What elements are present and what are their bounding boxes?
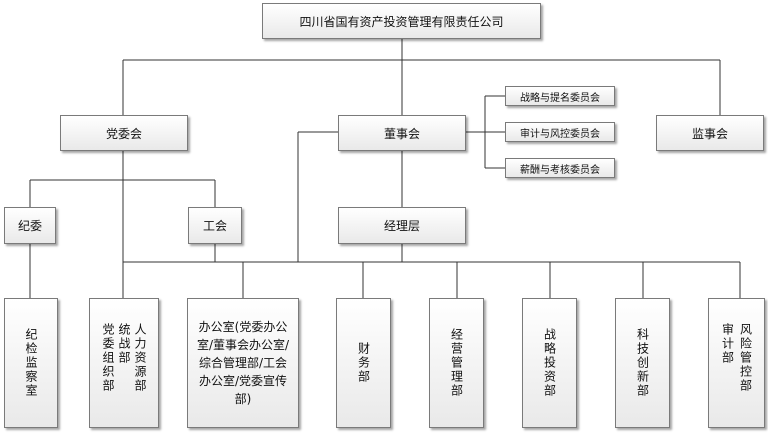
discipline-office-box: 纪检监察室 xyxy=(4,298,58,428)
supervisory-board-label: 监事会 xyxy=(691,126,728,141)
finance-box: 财务部 xyxy=(336,298,391,428)
union-box: 工会 xyxy=(188,207,242,244)
discipline-committee-label: 纪委 xyxy=(17,219,42,233)
management-box: 经理层 xyxy=(338,207,466,244)
org-dept-col3: 人力资源部 xyxy=(133,323,147,393)
risk-dept-label: 风险管控部 xyxy=(738,323,753,393)
org-dept-col2: 统战部 xyxy=(117,323,131,365)
top-company-label: 四川省国有资产投资管理有限责任公司 xyxy=(299,14,504,29)
board-box: 董事会 xyxy=(338,115,466,151)
strategy-committee-box: 战略与提名委员会 xyxy=(505,86,615,106)
union-label: 工会 xyxy=(202,219,227,233)
audit-dept-label: 审计部 xyxy=(720,323,735,365)
board-label: 董事会 xyxy=(383,126,420,141)
org-dept-col1: 党委组织部 xyxy=(101,323,115,393)
discipline-office-label: 纪检监察室 xyxy=(24,328,38,398)
top-company-box: 四川省国有资产投资管理有限责任公司 xyxy=(262,3,541,39)
supervisory-board-box: 监事会 xyxy=(656,115,764,151)
strategy-dept-box: 战略投资部 xyxy=(522,298,577,428)
audit-risk-box: 审计部 风险管控部 xyxy=(708,298,765,428)
management-label: 经理层 xyxy=(383,219,420,233)
finance-label: 财务部 xyxy=(356,342,371,384)
compensation-committee-box: 薪酬与考核委员会 xyxy=(505,158,615,178)
party-committee-label: 党委会 xyxy=(105,126,142,141)
audit-committee-label: 审计与风控委员会 xyxy=(520,128,600,140)
operations-label: 经营管理部 xyxy=(449,328,464,398)
compensation-committee-label: 薪酬与考核委员会 xyxy=(520,164,600,176)
party-committee-box: 党委会 xyxy=(60,115,188,151)
tech-dept-box: 科技创新部 xyxy=(615,298,670,428)
audit-committee-box: 审计与风控委员会 xyxy=(505,122,615,142)
org-dept-box: 党委组织部 统战部 人力资源部 xyxy=(89,298,159,428)
operations-box: 经营管理部 xyxy=(429,298,484,428)
office-box: 办公室(党委办公室/董事会办公室/综合管理部/工会办公室/党委宣传部) xyxy=(187,298,299,428)
discipline-committee-box: 纪委 xyxy=(4,207,56,244)
tech-dept-label: 科技创新部 xyxy=(635,328,650,398)
strategy-committee-label: 战略与提名委员会 xyxy=(520,92,600,104)
strategy-dept-label: 战略投资部 xyxy=(542,328,557,398)
office-label: 办公室(党委办公室/董事会办公室/综合管理部/工会办公室/党委宣传部) xyxy=(196,320,290,406)
